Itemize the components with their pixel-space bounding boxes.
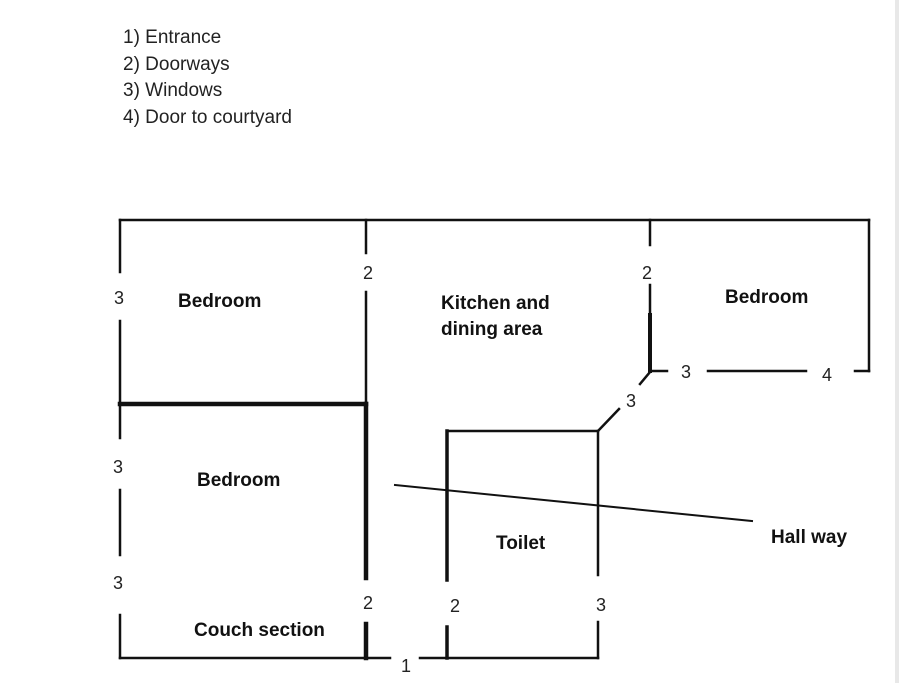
hallway-pointer-line xyxy=(393,483,754,523)
courtyard-door-marker: 4 xyxy=(822,365,832,385)
room-label-bedroom: Bedroom xyxy=(178,291,261,312)
image-edge xyxy=(895,0,899,683)
doorway-marker: 2 xyxy=(642,263,652,283)
doorway-marker: 2 xyxy=(363,263,373,283)
window-marker: 3 xyxy=(113,457,123,477)
window-marker: 3 xyxy=(114,288,124,308)
legend-item-courtyard-door: 4) Door to courtyard xyxy=(123,106,292,128)
legend: 1) Entrance 2) Doorways 3) Windows 4) Do… xyxy=(123,25,292,131)
room-label-bedroom: Bedroom xyxy=(725,287,808,308)
diagonal-wall xyxy=(638,370,652,386)
window-marker: 3 xyxy=(681,362,691,382)
room-label-kitchen: dining area xyxy=(441,319,543,340)
legend-item-doorways: 2) Doorways xyxy=(123,53,230,75)
legend-item-windows: 3) Windows xyxy=(123,80,223,101)
window-marker: 3 xyxy=(596,595,606,615)
window-marker: 3 xyxy=(113,573,123,593)
legend-item-entrance: 1) Entrance xyxy=(123,27,222,48)
doorway-marker: 2 xyxy=(450,596,460,616)
walls xyxy=(117,218,871,661)
entrance-marker: 1 xyxy=(401,656,411,676)
room-label-couch-section: Couch section xyxy=(194,620,325,641)
room-label-hallway: Hall way xyxy=(771,527,847,548)
room-label-bedroom: Bedroom xyxy=(197,470,280,491)
doorway-marker: 2 xyxy=(363,593,373,613)
window-marker: 3 xyxy=(626,391,636,411)
room-label-toilet: Toilet xyxy=(496,533,546,554)
room-label-kitchen: Kitchen and xyxy=(441,293,550,314)
diagonal-wall xyxy=(596,407,621,433)
